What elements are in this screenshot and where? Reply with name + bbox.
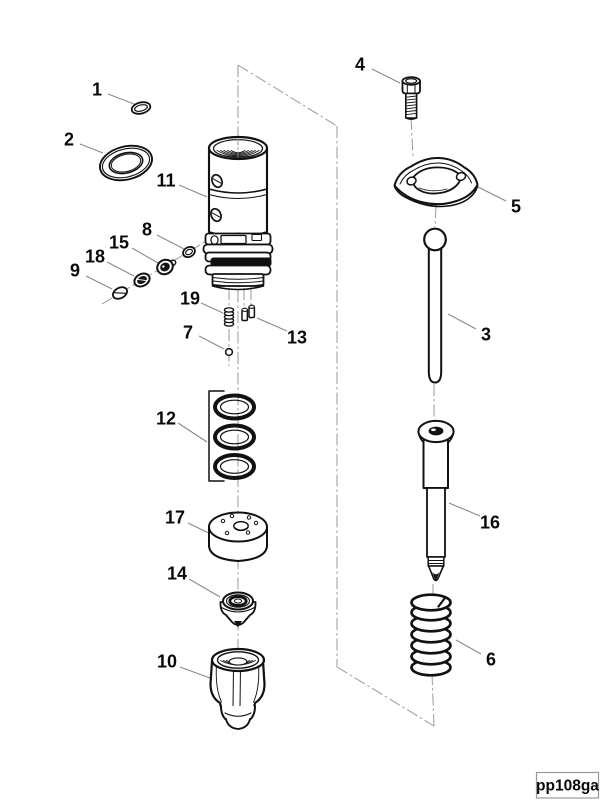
part-14-valve-insert — [219, 591, 257, 628]
callout-16-leader — [448, 502, 481, 517]
callout-5-leader — [477, 186, 507, 202]
part-5-clamp — [393, 156, 479, 208]
callout-19-leader — [200, 302, 224, 314]
callout-3-label: 3 — [481, 325, 491, 345]
callout-10-leader — [179, 666, 211, 679]
callout-11-label: 11 — [156, 171, 175, 191]
callout-2-leader — [79, 143, 104, 154]
clamp-to-rod-centerline — [434, 205, 437, 228]
callout-10-label: 10 — [157, 652, 177, 672]
image-code-text: pp108ga — [536, 778, 599, 795]
part-3-push-rod — [423, 227, 447, 384]
callout-9-label: 9 — [70, 261, 80, 281]
image-code-badge: pp108ga — [535, 771, 600, 799]
fold-line-top-diagonal — [237, 64, 338, 127]
spring-bottom-centerline — [431, 672, 435, 727]
callout-14-leader — [188, 578, 221, 598]
part-9-seal-washer — [112, 286, 128, 300]
body-hole-upper — [211, 173, 223, 189]
callout-6-label: 6 — [486, 650, 496, 670]
part-1-oring — [130, 101, 152, 115]
leader-lines — [79, 68, 507, 679]
part-12-oring-set — [208, 390, 256, 482]
callout-18-label: 18 — [85, 247, 105, 267]
part-8-small-oring — [182, 245, 196, 259]
callout-7-label: 7 — [183, 323, 193, 343]
callout-15-label: 15 — [109, 233, 129, 253]
callout-19-label: 19 — [180, 289, 200, 309]
part-10-nozzle-nut — [209, 647, 266, 730]
callout-8-label: 8 — [142, 220, 152, 240]
callout-18-leader — [106, 261, 135, 277]
image-code-box — [535, 771, 600, 799]
part-17-spacer — [208, 511, 268, 562]
oring-set-bracket — [208, 390, 225, 482]
callout-1-leader — [107, 93, 135, 105]
part-7-check-ball — [224, 347, 234, 357]
callout-5-label: 5 — [511, 197, 521, 217]
callout-16-label: 16 — [480, 513, 500, 533]
callout-13-label: 13 — [287, 328, 307, 348]
callout-1-label: 1 — [92, 80, 102, 100]
callout-4-leader — [371, 68, 401, 84]
part-13-pins — [241, 304, 256, 322]
callout-3-leader — [447, 313, 477, 330]
callout-12-leader — [177, 422, 208, 443]
part-11-injector-body — [202, 135, 274, 291]
callout-15-leader — [131, 247, 159, 264]
fold-line-bottom-diagonal — [336, 666, 435, 727]
part-19-tiny-spring — [223, 307, 235, 327]
part-6-spring — [410, 593, 452, 677]
parts-artwork — [99, 76, 479, 730]
callout-4-label: 4 — [355, 55, 365, 75]
callout-8-leader — [156, 234, 185, 250]
part-16-plunger — [417, 419, 455, 582]
construction-lines — [101, 64, 437, 727]
callout-17-label: 17 — [165, 508, 185, 528]
bolt-to-clamp-centerline — [410, 117, 414, 158]
callout-6-leader — [455, 639, 482, 655]
body-hole-lower — [210, 207, 222, 223]
callout-14-label: 14 — [167, 564, 187, 584]
callout-9-leader — [85, 275, 113, 290]
callout-7-leader — [198, 335, 225, 350]
part-15-screw-plug — [156, 258, 177, 276]
part-2-seal-washer — [99, 144, 153, 182]
part-4-hex-bolt — [401, 76, 421, 120]
callout-12-label: 12 — [156, 409, 176, 429]
callout-2-label: 2 — [64, 130, 74, 150]
callout-13-leader — [256, 317, 288, 332]
callout-11-leader — [178, 184, 208, 198]
part-18-edge-filter — [133, 272, 151, 288]
